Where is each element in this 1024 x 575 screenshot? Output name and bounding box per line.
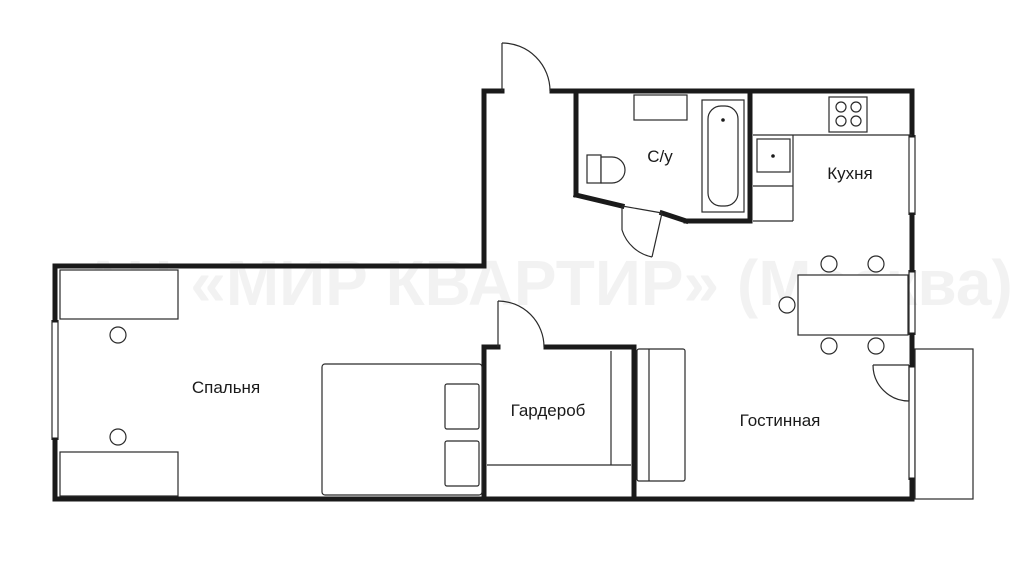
outer-walls (52, 88, 915, 502)
dining-set (778, 255, 909, 355)
room-label-bathroom: С/у (647, 147, 673, 166)
bedroom-furniture (59, 269, 483, 497)
room-label-bedroom: Спальня (192, 378, 260, 397)
bathroom-sink (633, 94, 688, 121)
toilet (586, 154, 626, 184)
bed (321, 363, 483, 496)
bathroom-fixtures (586, 94, 745, 213)
room-label-kitchen: Кухня (827, 164, 873, 183)
stove (828, 96, 868, 133)
kitchen-fixtures (753, 96, 912, 222)
wardrobe-walls (481, 344, 637, 502)
bathroom-walls (572, 88, 753, 225)
wardrobe-interior (487, 351, 631, 466)
room-label-living: Гостинная (740, 411, 821, 430)
balcony (914, 348, 974, 500)
room-label-wardrobe: Гардероб (511, 401, 586, 420)
desk-bottom (59, 451, 179, 497)
sofa (636, 348, 686, 482)
desk-top (59, 269, 179, 320)
doors (497, 42, 910, 402)
dining-table (797, 274, 909, 336)
